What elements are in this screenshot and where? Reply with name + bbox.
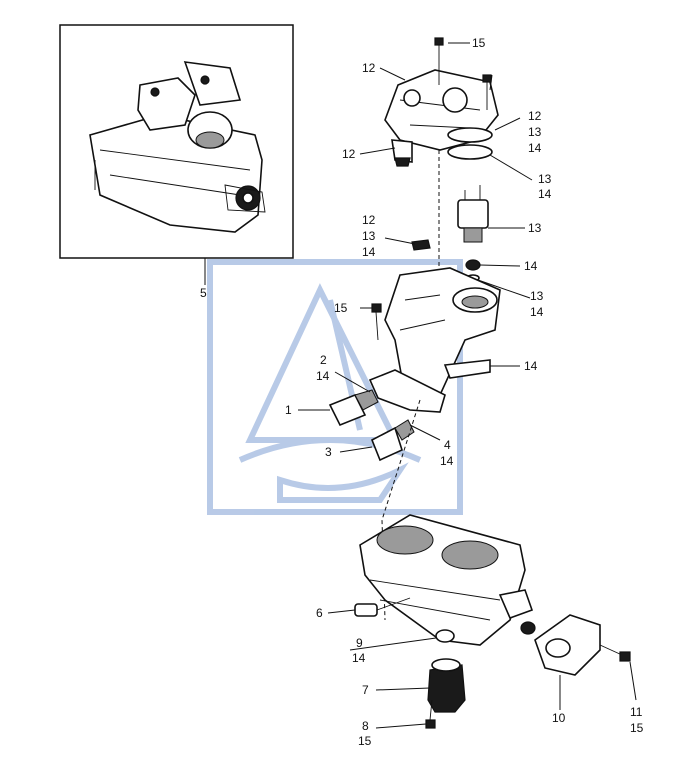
part-o-rings-13 (447, 127, 493, 160)
callout-5: 5 (200, 286, 207, 300)
callout-4-14: 14 (440, 454, 454, 468)
callout-14-b: 14 (524, 359, 538, 373)
callout-13-right-b: 13 (538, 172, 552, 186)
callout-15-mid: 15 (334, 301, 348, 315)
part-washer-9 (435, 629, 455, 643)
callout-4: 4 (444, 438, 451, 452)
part-bolt-15-mid (371, 303, 382, 341)
callout-14-a: 14 (524, 259, 538, 273)
callout-15-top: 15 (472, 36, 486, 50)
callout-13-mid: 13 (362, 229, 376, 243)
part-idle-valve-7 (427, 658, 466, 713)
callout-14-right-b: 14 (538, 187, 552, 201)
callout-9-14: 14 (352, 651, 366, 665)
callout-7: 7 (362, 683, 369, 697)
callout-11-15: 15 (630, 721, 644, 735)
callout-14-mid: 14 (362, 245, 376, 259)
callout-12-mid: 12 (362, 213, 376, 227)
part-bolt-11 (599, 644, 631, 662)
callout-2-14: 14 (316, 369, 330, 383)
callout-6: 6 (316, 606, 323, 620)
inset-assembly-view (59, 24, 294, 259)
callout-8: 8 (362, 719, 369, 733)
callout-1: 1 (285, 403, 292, 417)
callout-9: 9 (356, 636, 363, 650)
callout-12-right-a: 12 (528, 109, 542, 123)
callout-labels: 15 12 12 12 13 14 13 14 13 12 13 14 14 1… (200, 36, 644, 748)
part-sensor-10 (520, 614, 601, 676)
callout-3: 3 (325, 445, 332, 459)
part-gasket (368, 369, 446, 413)
callout-14-right-a: 14 (528, 141, 542, 155)
callout-13-right-c: 13 (530, 289, 544, 303)
part-bolt-15-top (434, 37, 492, 110)
callout-13-injector: 13 (528, 221, 542, 235)
callout-12-top: 12 (362, 61, 376, 75)
callout-14-right-c: 14 (530, 305, 544, 319)
part-clip-12 (411, 239, 431, 251)
callout-13-right-a: 13 (528, 125, 542, 139)
part-throttle-body (359, 514, 534, 646)
callout-12-left: 12 (342, 147, 356, 161)
part-fitting-1 (328, 389, 379, 427)
callout-10: 10 (552, 711, 566, 725)
callout-8-15: 15 (358, 734, 372, 748)
part-injector-housing (384, 267, 501, 396)
leader-lines (298, 42, 637, 729)
callout-11: 11 (630, 705, 643, 719)
callout-2: 2 (320, 353, 327, 367)
